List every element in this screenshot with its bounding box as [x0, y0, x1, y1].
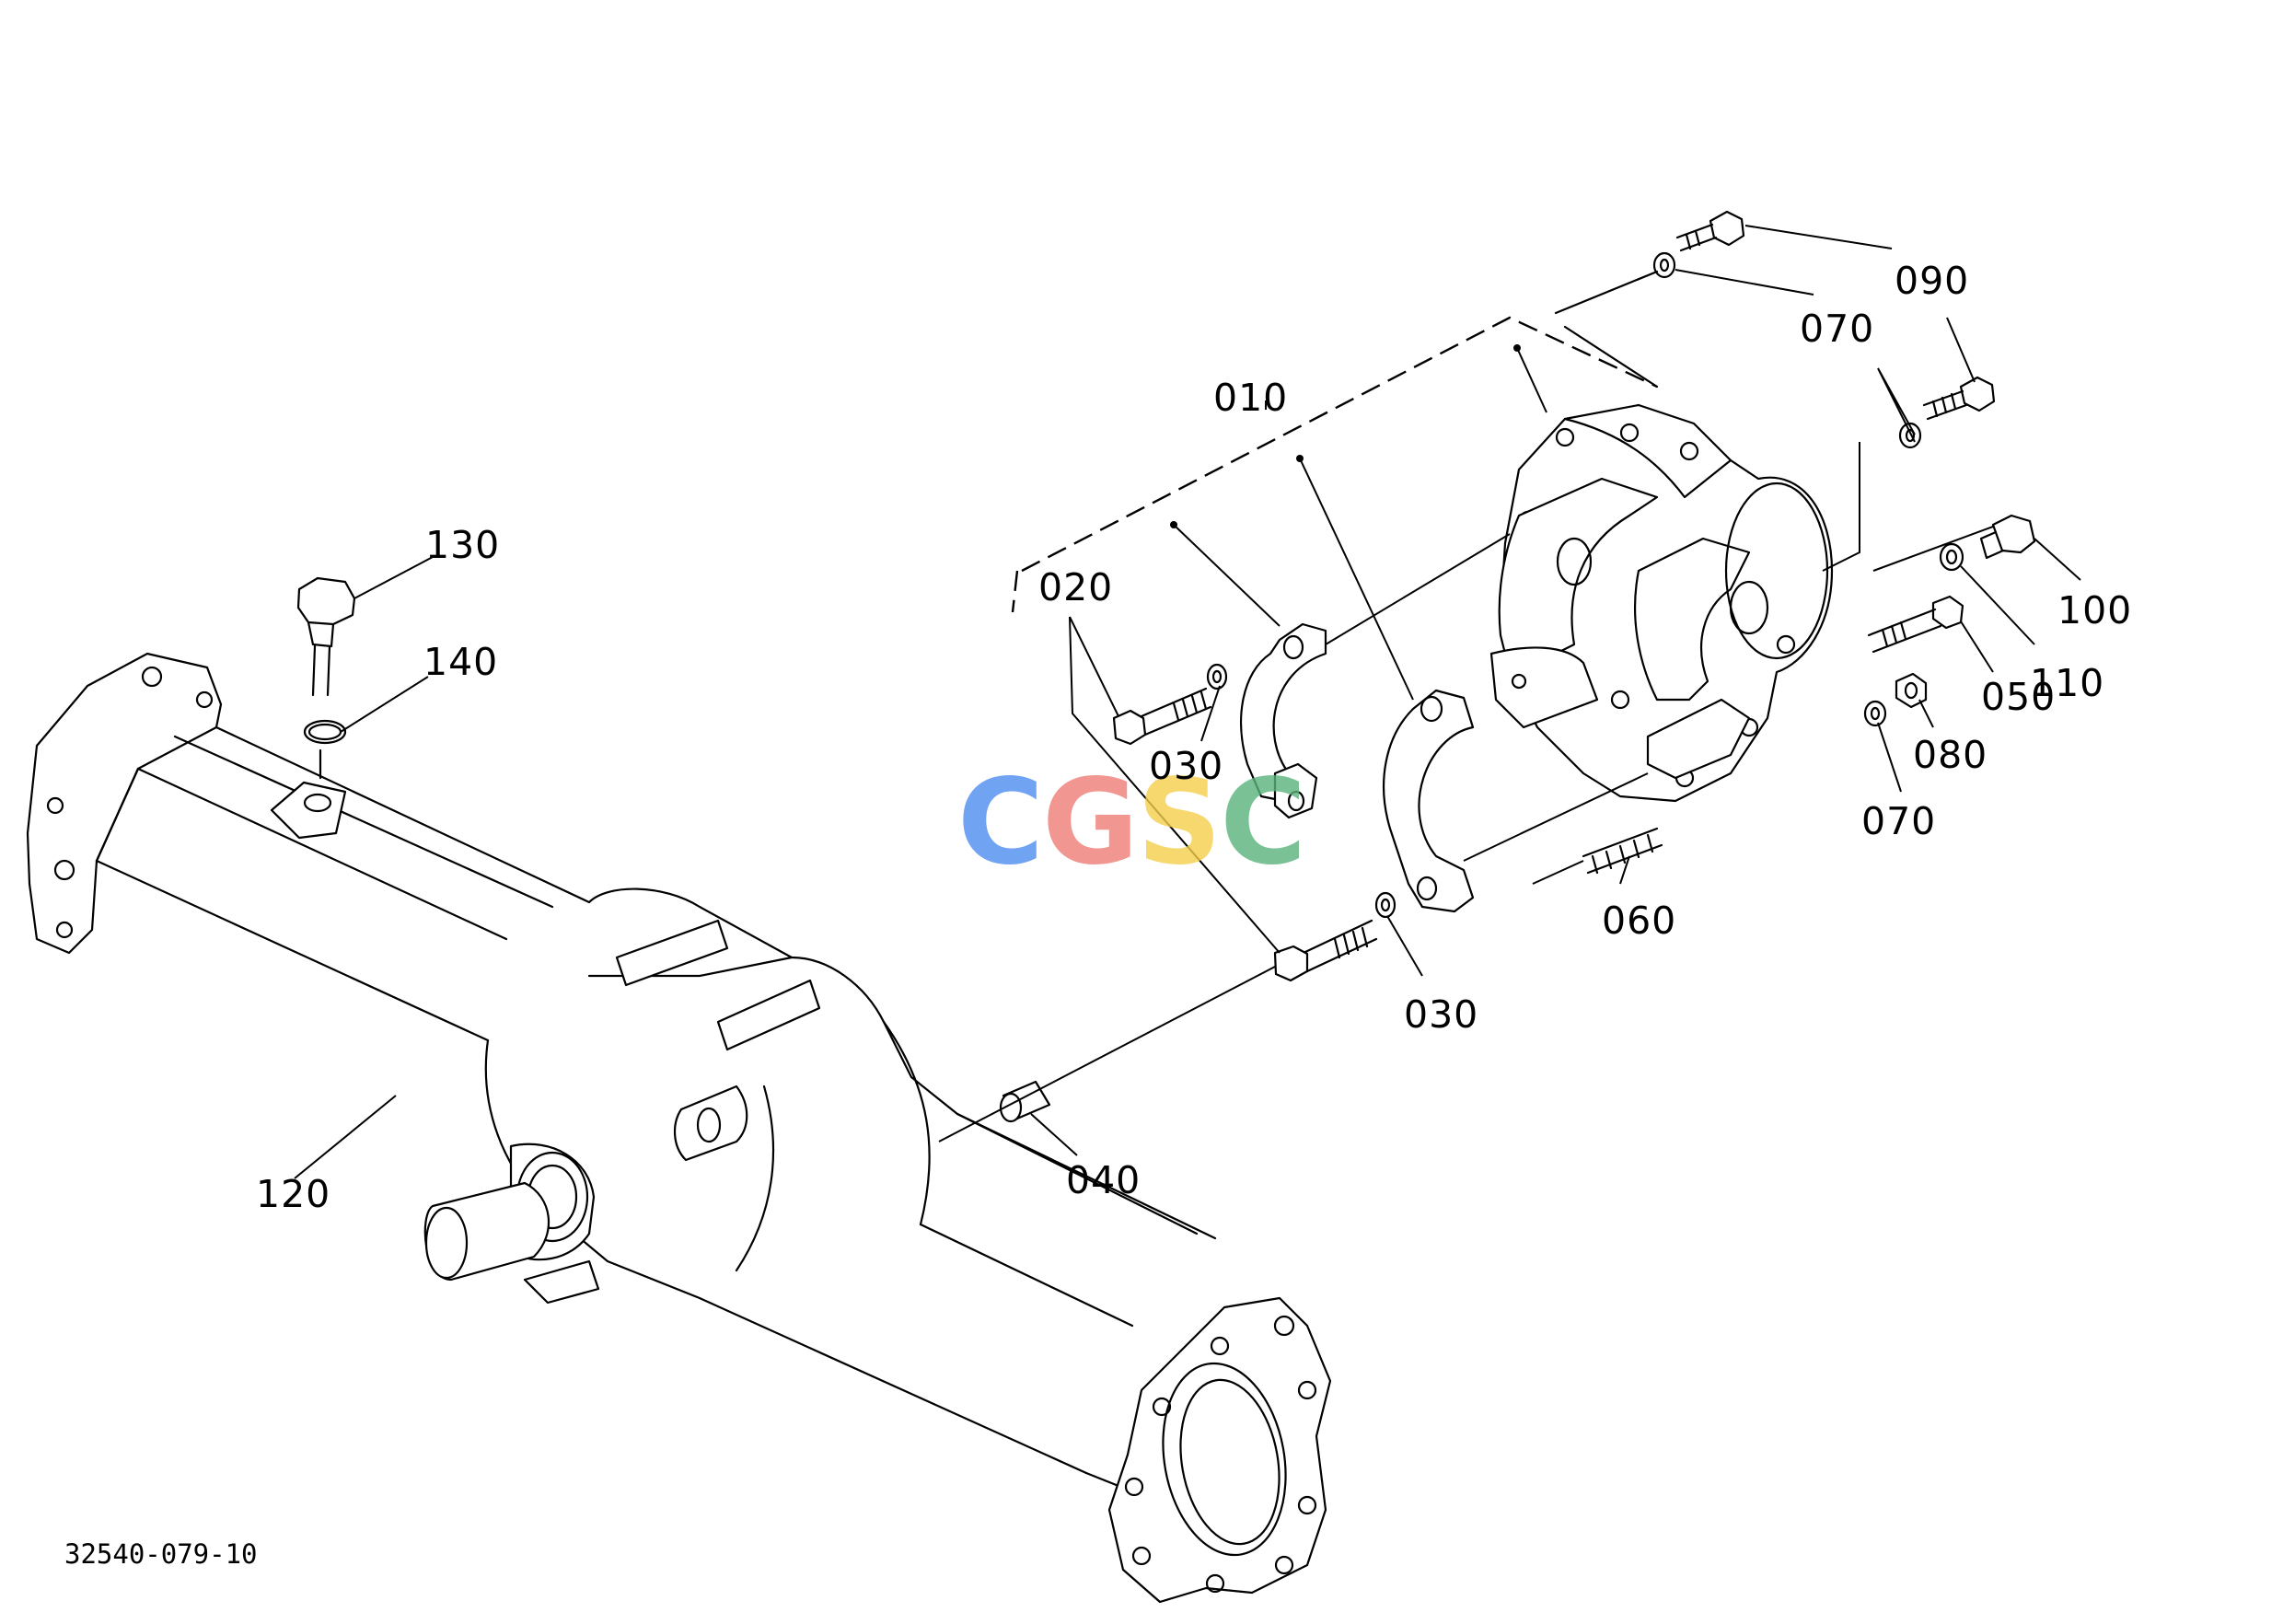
part-label-080: 080 — [1913, 733, 1988, 777]
bolt-090-right — [1922, 376, 1996, 421]
washer-030-upper — [1206, 663, 1228, 690]
part-label-030-lower: 030 — [1404, 992, 1479, 1037]
watermark-letter-s: S — [1137, 754, 1222, 891]
watermark-letter-c1: C — [957, 754, 1044, 891]
stud-060 — [1582, 827, 1663, 875]
bolt-050 — [1867, 595, 1964, 654]
part-label-060: 060 — [1602, 899, 1677, 943]
nut-080 — [1895, 672, 1928, 709]
bolt-020-lower — [1273, 919, 1378, 982]
part-label-130: 130 — [425, 523, 501, 567]
part-label-010: 010 — [1213, 376, 1289, 420]
bearing-cap-upper — [1240, 622, 1327, 819]
drain-plug-130 — [296, 576, 356, 697]
part-label-050: 050 — [1981, 675, 2057, 719]
bolt-020-upper — [1112, 687, 1212, 746]
part-label-100: 100 — [2057, 588, 2133, 632]
part-label-030-upper: 030 — [1149, 744, 1224, 788]
drawing-number: 32540-079-10 — [64, 1538, 258, 1570]
washer-070-top — [1652, 251, 1676, 279]
watermark-letter-c2: C — [1220, 754, 1306, 891]
washer-110 — [1939, 542, 1964, 572]
part-label-070-lower: 070 — [1861, 799, 1937, 843]
hub-housing — [1489, 403, 1834, 803]
axle-housing — [26, 652, 1332, 1604]
bolt-090-top — [1675, 210, 1745, 252]
part-label-140: 140 — [423, 640, 499, 684]
o-ring-140 — [303, 719, 347, 745]
part-label-120: 120 — [256, 1172, 331, 1216]
cgsc-watermark: CGSC — [957, 754, 1306, 891]
part-label-110: 110 — [2030, 661, 2105, 705]
plug-100 — [1979, 514, 2036, 560]
bearing-cap-lower — [1383, 689, 1475, 913]
part-label-020: 020 — [1038, 565, 1114, 609]
washer-030-lower — [1374, 891, 1396, 919]
part-label-040: 040 — [1066, 1158, 1142, 1202]
watermark-letter-g: G — [1041, 754, 1139, 891]
part-label-090: 090 — [1895, 259, 1970, 303]
washer-070-lower — [1863, 700, 1887, 727]
part-label-070-upper: 070 — [1800, 307, 1875, 351]
